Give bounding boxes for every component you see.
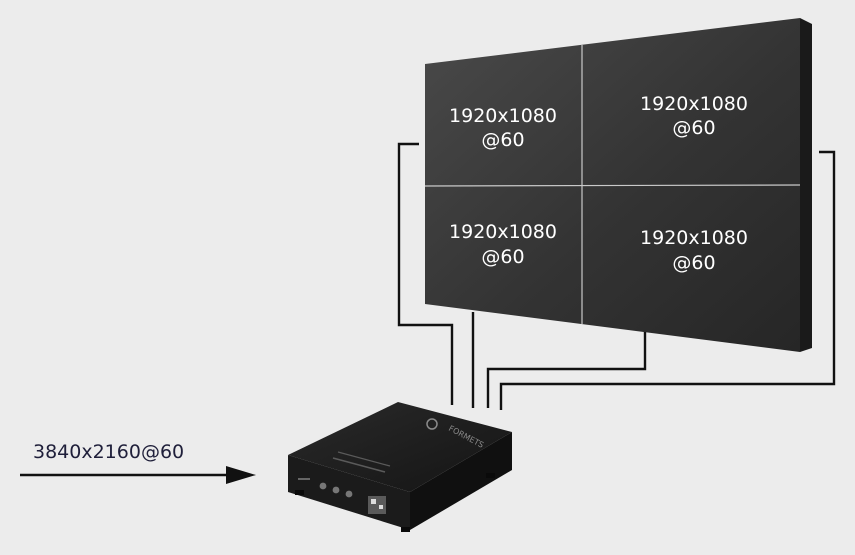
input-arrow-head <box>226 466 256 484</box>
panel-top-right-resolution: 1920x1080 <box>640 93 748 115</box>
panel-bottom-left-rate: @60 <box>481 246 524 268</box>
device-qr-mark <box>379 505 383 509</box>
video-wall: 1920x1080 @60 1920x1080 @60 1920x1080 @6… <box>424 18 812 352</box>
video-wall-frame-side <box>800 18 812 352</box>
output-cables <box>397 142 836 410</box>
input-label: 3840x2160@60 <box>33 441 184 463</box>
device-qr-mark <box>371 499 376 504</box>
device-foot <box>401 527 410 532</box>
device-button <box>345 490 353 498</box>
cable-panel-top-right <box>499 150 836 410</box>
video-wall-seam-horizontal <box>424 184 801 187</box>
device-logo-icon <box>426 418 438 430</box>
panel-bottom-right-rate: @60 <box>672 252 715 274</box>
input-signal: 3840x2160@60 <box>20 441 256 484</box>
panel-bottom-left-resolution: 1920x1080 <box>449 221 557 243</box>
panel-bottom-right-resolution: 1920x1080 <box>640 227 748 249</box>
cable-panel-bottom-right <box>486 332 647 408</box>
device-top <box>288 402 512 492</box>
device-button <box>319 482 327 490</box>
processor-device: FORMETS <box>288 402 512 532</box>
device-top-label <box>337 451 391 467</box>
device-port <box>298 478 310 480</box>
device-qr-code <box>368 496 386 514</box>
device-side <box>410 432 512 530</box>
device-button <box>332 486 340 494</box>
panel-top-right-rate: @60 <box>672 117 715 139</box>
device-foot <box>295 490 304 495</box>
panel-bottom-left: 1920x1080 @60 <box>449 221 557 268</box>
cable-panel-top-left <box>397 142 454 405</box>
panel-top-left-rate: @60 <box>481 129 524 151</box>
panel-top-right: 1920x1080 @60 <box>640 93 748 139</box>
device-foot <box>486 473 495 478</box>
device-top-label <box>332 457 386 473</box>
panel-bottom-right: 1920x1080 @60 <box>640 227 748 274</box>
panel-top-left: 1920x1080 @60 <box>449 105 557 151</box>
panel-top-left-resolution: 1920x1080 <box>449 105 557 127</box>
